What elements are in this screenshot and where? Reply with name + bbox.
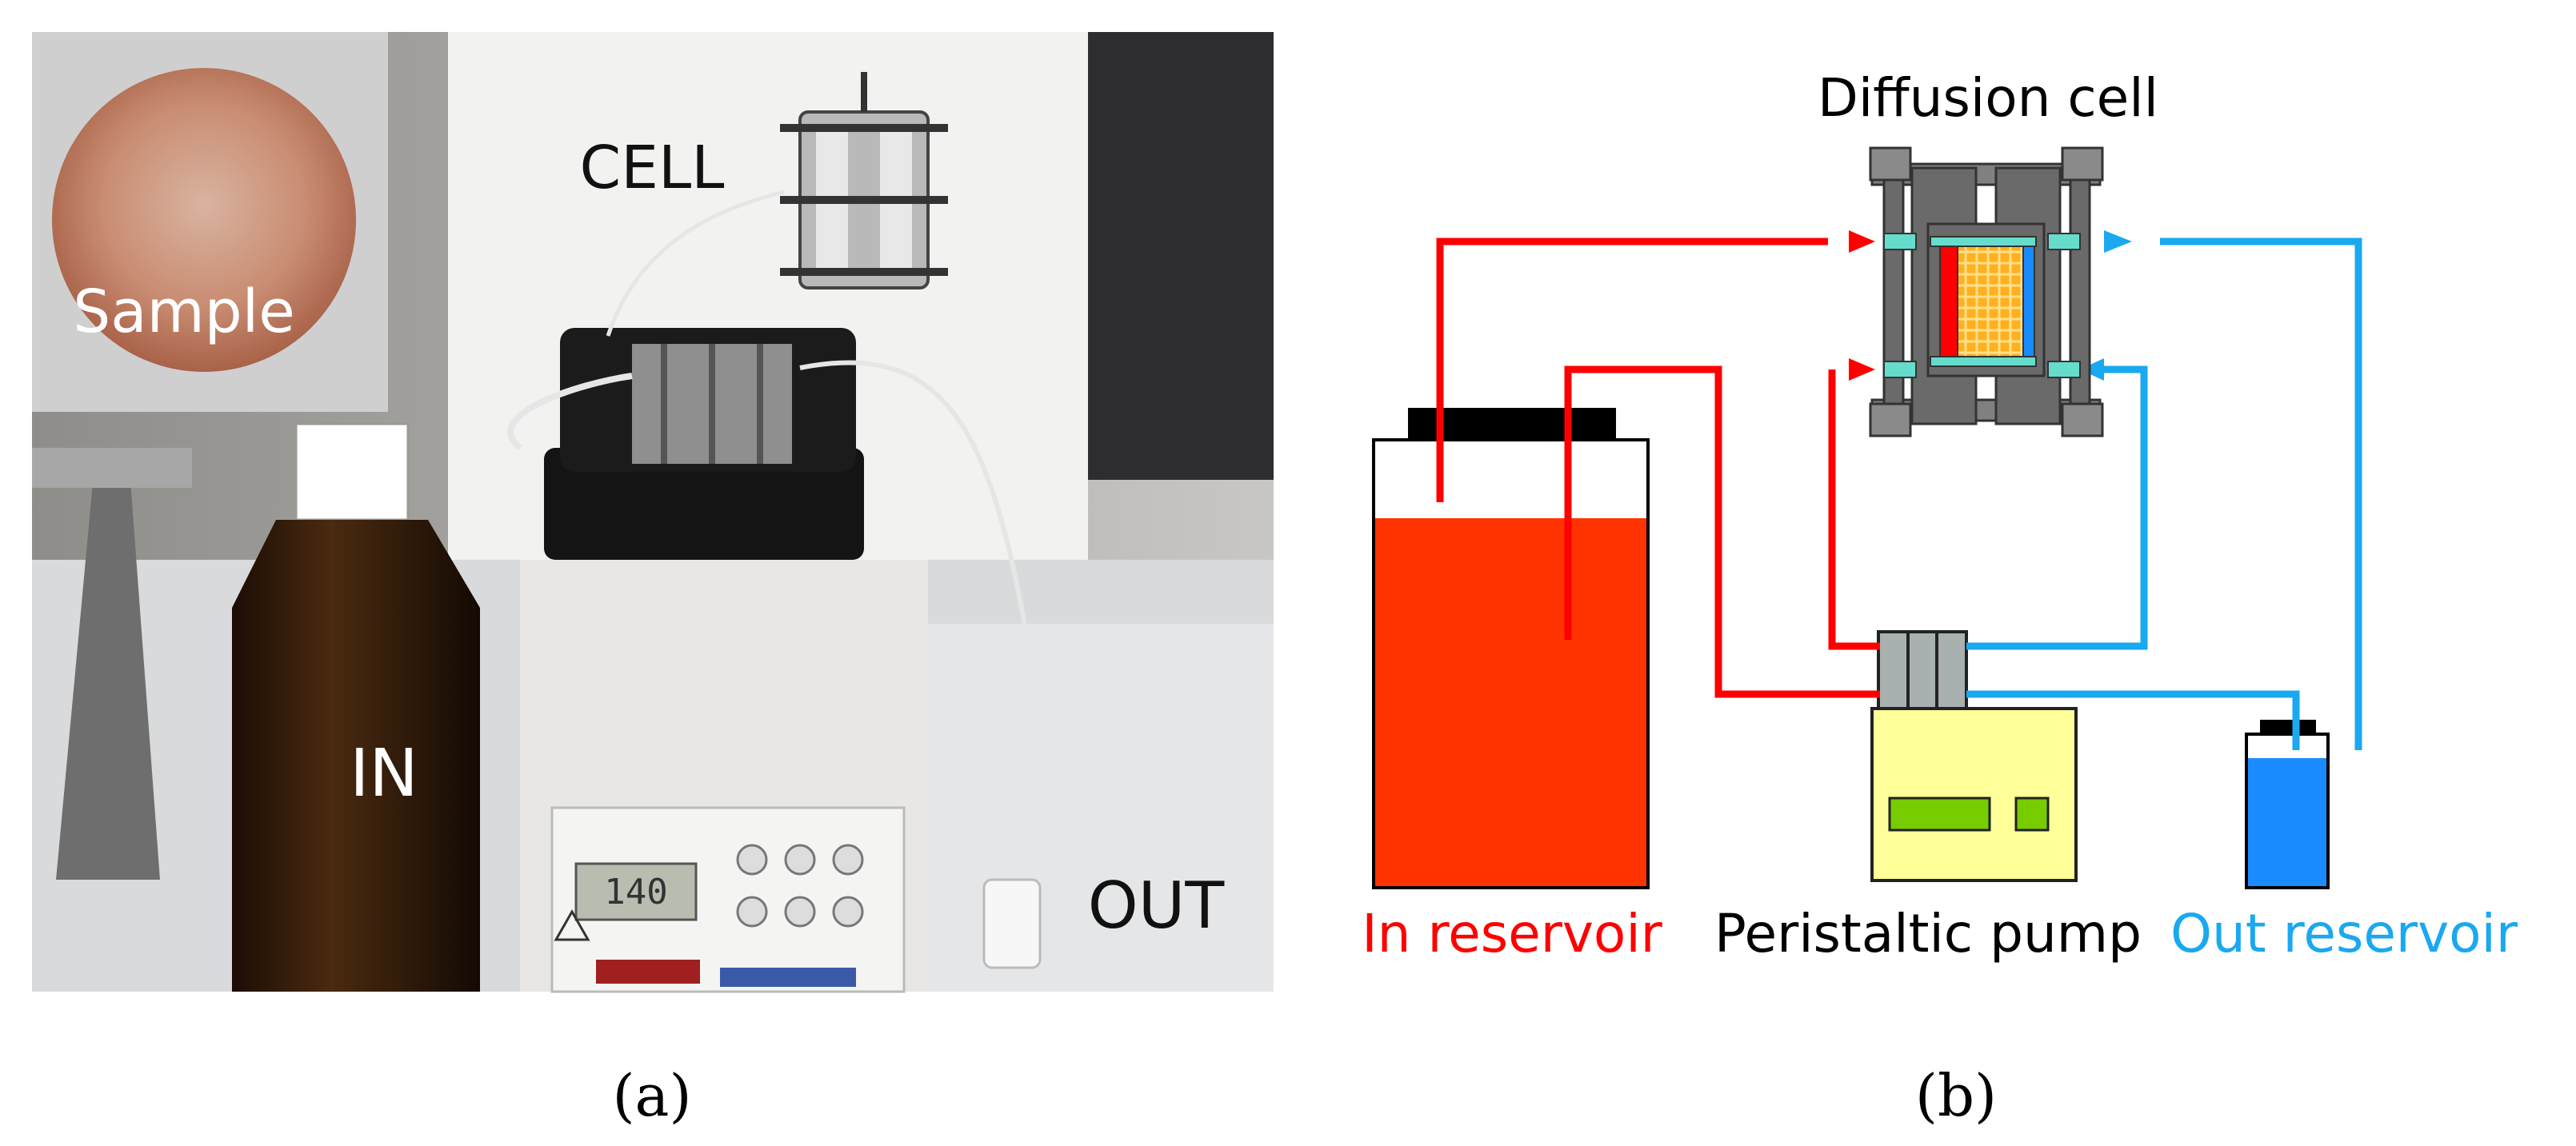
caption-a: (a) bbox=[612, 1062, 691, 1129]
pump-display-diagram bbox=[1888, 797, 1991, 832]
cell-out-chamber bbox=[2022, 236, 2035, 365]
panel-b-diagram: Diffusion cell In reservoir Peristaltic … bbox=[1362, 67, 2518, 964]
tray bbox=[920, 624, 1274, 992]
pump-button bbox=[784, 844, 816, 876]
brand-plate bbox=[720, 968, 856, 987]
out-reservoir bbox=[2245, 720, 2330, 889]
tubing bbox=[606, 190, 785, 337]
cell-sample bbox=[1957, 236, 2024, 365]
red-arrow-out bbox=[1849, 230, 1875, 253]
label-sample: Sample bbox=[73, 278, 294, 346]
pump-display-readout: 140 bbox=[604, 872, 667, 912]
label-out-reservoir: Out reservoir bbox=[2170, 903, 2518, 964]
out-vial bbox=[982, 878, 1042, 969]
in-reservoir bbox=[1372, 408, 1650, 889]
label-in-reservoir: In reservoir bbox=[1362, 903, 1662, 964]
out-reservoir-lid bbox=[2260, 720, 2316, 734]
pump-button bbox=[832, 844, 864, 876]
red-arrow-in bbox=[1849, 358, 1875, 381]
pump-button bbox=[736, 844, 768, 876]
bottle-cap bbox=[294, 422, 410, 521]
sample-disc bbox=[52, 68, 356, 372]
blue-arrow-out bbox=[2104, 230, 2132, 253]
panel-a-photo: 140 bbox=[32, 32, 1274, 993]
in-bottle bbox=[232, 422, 480, 992]
pump-head-diagram bbox=[1877, 630, 1968, 713]
out-reservoir-liquid bbox=[2248, 758, 2326, 886]
in-tubing bbox=[1436, 238, 1880, 698]
stand-top bbox=[32, 448, 192, 488]
pump-label-plate bbox=[596, 960, 700, 984]
bottle-body bbox=[232, 520, 480, 992]
photo-diffusion-cell bbox=[780, 72, 948, 289]
cell-in-chamber bbox=[1939, 236, 1958, 365]
label-peristaltic-pump: Peristaltic pump bbox=[1714, 903, 2142, 964]
caption-b: (b) bbox=[1915, 1062, 1997, 1129]
out-tubing bbox=[1966, 238, 2362, 750]
diagram-diffusion-cell bbox=[1869, 146, 2104, 437]
pump-head-base bbox=[544, 448, 864, 560]
label-diffusion-cell: Diffusion cell bbox=[1818, 67, 2158, 129]
pump-body-diagram bbox=[1870, 707, 2078, 882]
label-cell: CELL bbox=[580, 134, 725, 202]
lab-stand bbox=[56, 448, 160, 880]
warning-icon bbox=[554, 908, 590, 941]
pump-button bbox=[736, 896, 768, 928]
tubing bbox=[799, 360, 1042, 721]
pump-device: 140 bbox=[520, 328, 928, 993]
blue-arrow-in bbox=[2080, 358, 2104, 381]
pump-button-diagram bbox=[2014, 797, 2050, 832]
label-out: OUT bbox=[1088, 868, 1226, 943]
dark-background bbox=[1088, 32, 1274, 480]
peristaltic-pump bbox=[1870, 630, 2078, 882]
tubing bbox=[507, 373, 633, 451]
label-in: IN bbox=[350, 736, 418, 812]
pump-button bbox=[784, 896, 816, 928]
sample-inset bbox=[32, 32, 388, 412]
pump-display bbox=[574, 862, 698, 921]
pump-button bbox=[832, 896, 864, 928]
in-reservoir-liquid bbox=[1375, 518, 1646, 886]
